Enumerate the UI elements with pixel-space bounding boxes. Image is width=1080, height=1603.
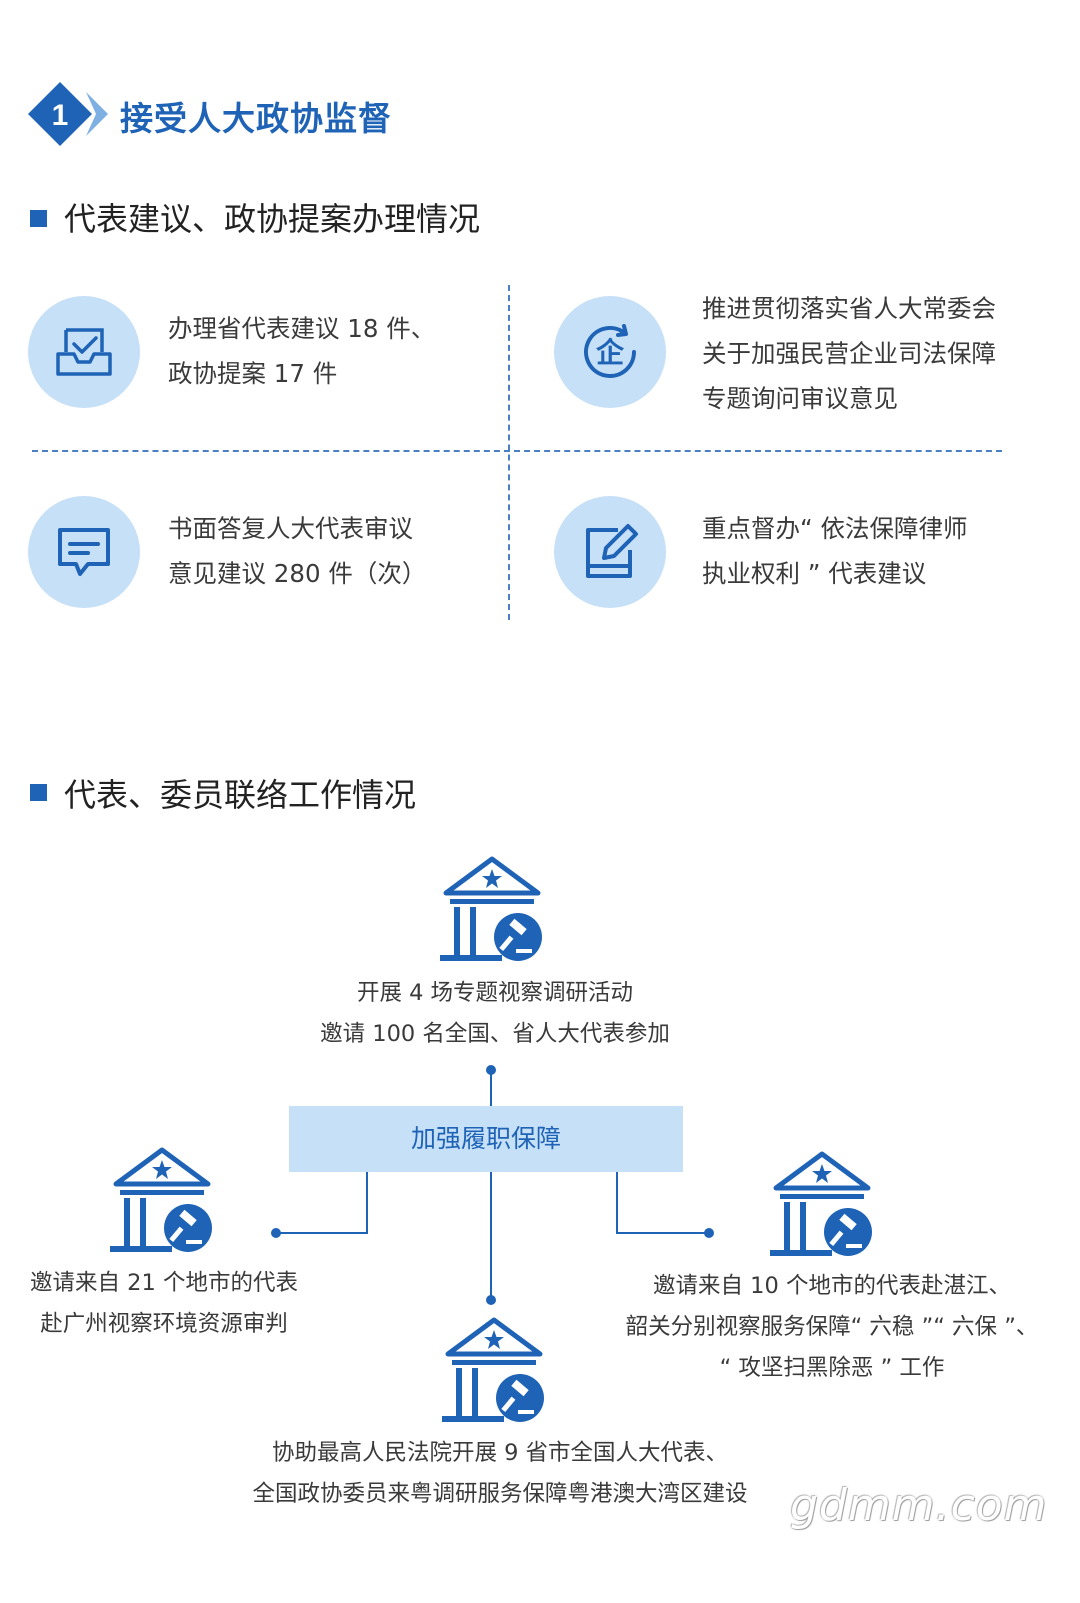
- proposal-item: 书面答复人大代表审议 意见建议 280 件（次）: [168, 514, 427, 588]
- section-number-badge: 1: [28, 82, 108, 146]
- center-box: 加强履职保障: [289, 1106, 683, 1172]
- connector-line: [276, 1232, 368, 1234]
- activity-text-top: 开展 4 场专题视察调研活动 邀请 100 名全国、省人大代表参加: [320, 980, 670, 1047]
- grid-horizontal-divider: [32, 450, 1002, 452]
- section-bullet: [30, 210, 47, 227]
- proposal-item: 办理省代表建议 18 件、 政协提案 17 件: [168, 314, 436, 388]
- icon-circle: [554, 496, 666, 608]
- connector-dot: [271, 1228, 281, 1238]
- court-gavel-icon: [110, 1147, 212, 1252]
- court-gavel-icon: [442, 1317, 544, 1422]
- connector-line: [366, 1172, 368, 1234]
- badge-number: 1: [52, 99, 69, 132]
- enterprise-qi-icon: 企: [584, 324, 636, 378]
- grid-vertical-divider: [508, 285, 510, 620]
- chat-message-icon: [58, 528, 110, 576]
- activity-text-right: 邀请来自 10 个地市的代表赴湛江、 韶关分别视察服务保障“ 六稳 ”“ 六保 …: [625, 1273, 1039, 1381]
- center-box-label: 加强履职保障: [410, 1124, 561, 1153]
- proposal-item: 推进贯彻落实省人大常委会 关于加强民营企业司法保障 专题询问审议意见: [702, 294, 996, 413]
- court-gavel-icon: [440, 856, 542, 961]
- connector-line: [616, 1232, 708, 1234]
- connector-dot: [704, 1228, 714, 1238]
- connector-line: [490, 1070, 492, 1106]
- section-bullet: [30, 784, 47, 801]
- page-title: 接受人大政协监督: [120, 99, 392, 138]
- connector-line: [490, 1172, 492, 1298]
- edit-document-icon: [586, 524, 638, 578]
- proposal-item: 重点督办“ 依法保障律师 执业权利 ” 代表建议: [702, 514, 968, 588]
- connector-dot: [486, 1295, 496, 1305]
- inbox-check-icon: [56, 328, 112, 376]
- icon-circle: [28, 296, 140, 408]
- court-gavel-icon: [770, 1151, 872, 1256]
- section-title-proposals: 代表建议、政协提案办理情况: [64, 200, 481, 238]
- svg-text:企: 企: [596, 336, 625, 369]
- activity-text-left: 邀请来自 21 个地市的代表 赴广州视察环境资源审判: [30, 1270, 298, 1337]
- connector-line: [616, 1172, 618, 1234]
- activity-text-bottom: 协助最高人民法院开展 9 省市全国人大代表、 全国政协委员来粤调研服务保障粤港澳…: [252, 1440, 748, 1507]
- section-title-liaison: 代表、委员联络工作情况: [64, 776, 417, 814]
- icon-circle: 企: [554, 296, 666, 408]
- icon-circle: [28, 496, 140, 608]
- watermark: gdmm.com: [790, 1480, 1048, 1531]
